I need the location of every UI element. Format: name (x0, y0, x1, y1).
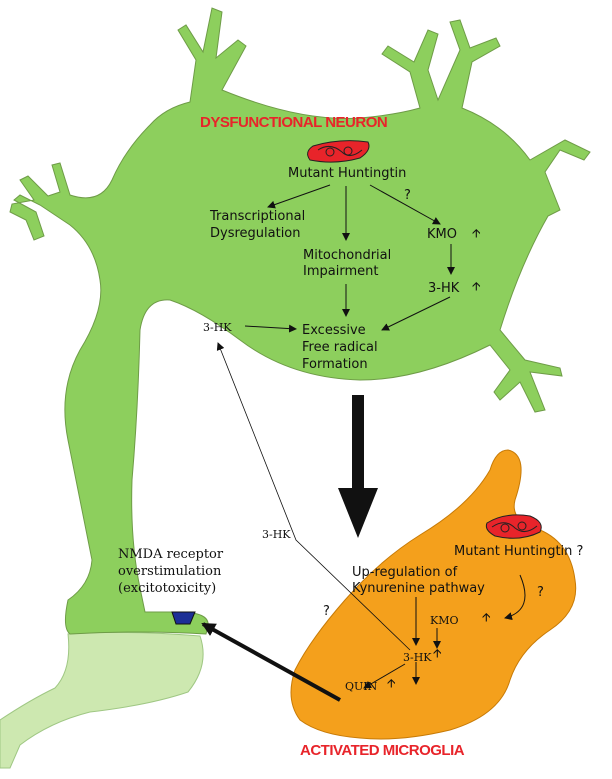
3hk-up-arrow-icon: 🡩 (472, 279, 481, 293)
3hk-label: 3-HK (428, 281, 460, 296)
arrow-3hk-to-radical (381, 296, 451, 331)
quin-up-arrow-icon: 🡩 (387, 676, 396, 690)
postsynaptic-terminal (0, 631, 204, 769)
microglia-question-left: ? (323, 604, 330, 619)
arrow-microglia-3hk-to-neuron (216, 342, 411, 651)
microglia-kmo-label: KMO (430, 614, 459, 627)
microglia-3hk-up-arrow-icon: 🡩 (433, 646, 442, 660)
kmo-label: KMO (427, 227, 457, 242)
microglia-mutant-huntingtin-label: Mutant Huntingtin ? (454, 544, 584, 559)
arrow-huntingtin-to-kmo-microglia (504, 574, 526, 621)
arrow-huntingtin-to-transcriptional (267, 184, 331, 209)
microglia-question-right: ? (537, 585, 544, 600)
radical-line1: Excessive (302, 323, 366, 338)
neuron-question-mark: ? (404, 188, 411, 203)
transcriptional-line2: Dysregulation (210, 226, 301, 241)
microglia-title: ACTIVATED MICROGLIA (300, 742, 465, 759)
radical-line3: Formation (302, 357, 368, 372)
microglia-kmo-up-arrow-icon: 🡩 (482, 610, 491, 624)
arrow-3hkleft-to-radical (244, 324, 297, 333)
3hk-left-label: 3-HK (203, 321, 232, 334)
nmda-receptor-icon (171, 611, 196, 625)
big-down-arrow-icon (338, 395, 378, 538)
neuron-title: DYSFUNCTIONAL NEURON (200, 114, 388, 131)
mutant-huntingtin-label: Mutant Huntingtin (288, 166, 407, 181)
quin-label: QUIN (345, 680, 378, 693)
microglia-3hk-label: 3-HK (403, 651, 432, 664)
arrow-3hk-to-quin-diagonal (363, 663, 406, 689)
upregulation-line2: Kynurenine pathway (352, 581, 485, 596)
neuron-body (9, 7, 591, 635)
radical-line2: Free radical (302, 340, 378, 355)
nmda-line3: (excitotoxicity) (118, 581, 217, 596)
mutant-huntingtin-aggregate-microglia-icon (485, 514, 542, 539)
nmda-line1: NMDA receptor (118, 547, 224, 562)
transcriptional-line1: Transcriptional (210, 209, 306, 224)
mitochondrial-line1: Mitochondrial (303, 248, 392, 263)
arrow-huntingtin-to-kmo (369, 184, 441, 225)
kmo-up-arrow-icon: 🡩 (472, 226, 481, 240)
mitochondrial-line2: Impairment (303, 264, 379, 279)
3hk-mid-label: 3-HK (262, 528, 291, 541)
mutant-huntingtin-aggregate-neuron-icon (307, 140, 370, 163)
arrow-quin-to-nmda-receptor (201, 622, 341, 702)
nmda-line2: overstimulation (118, 564, 222, 579)
upregulation-line1: Up-regulation of (352, 565, 458, 580)
